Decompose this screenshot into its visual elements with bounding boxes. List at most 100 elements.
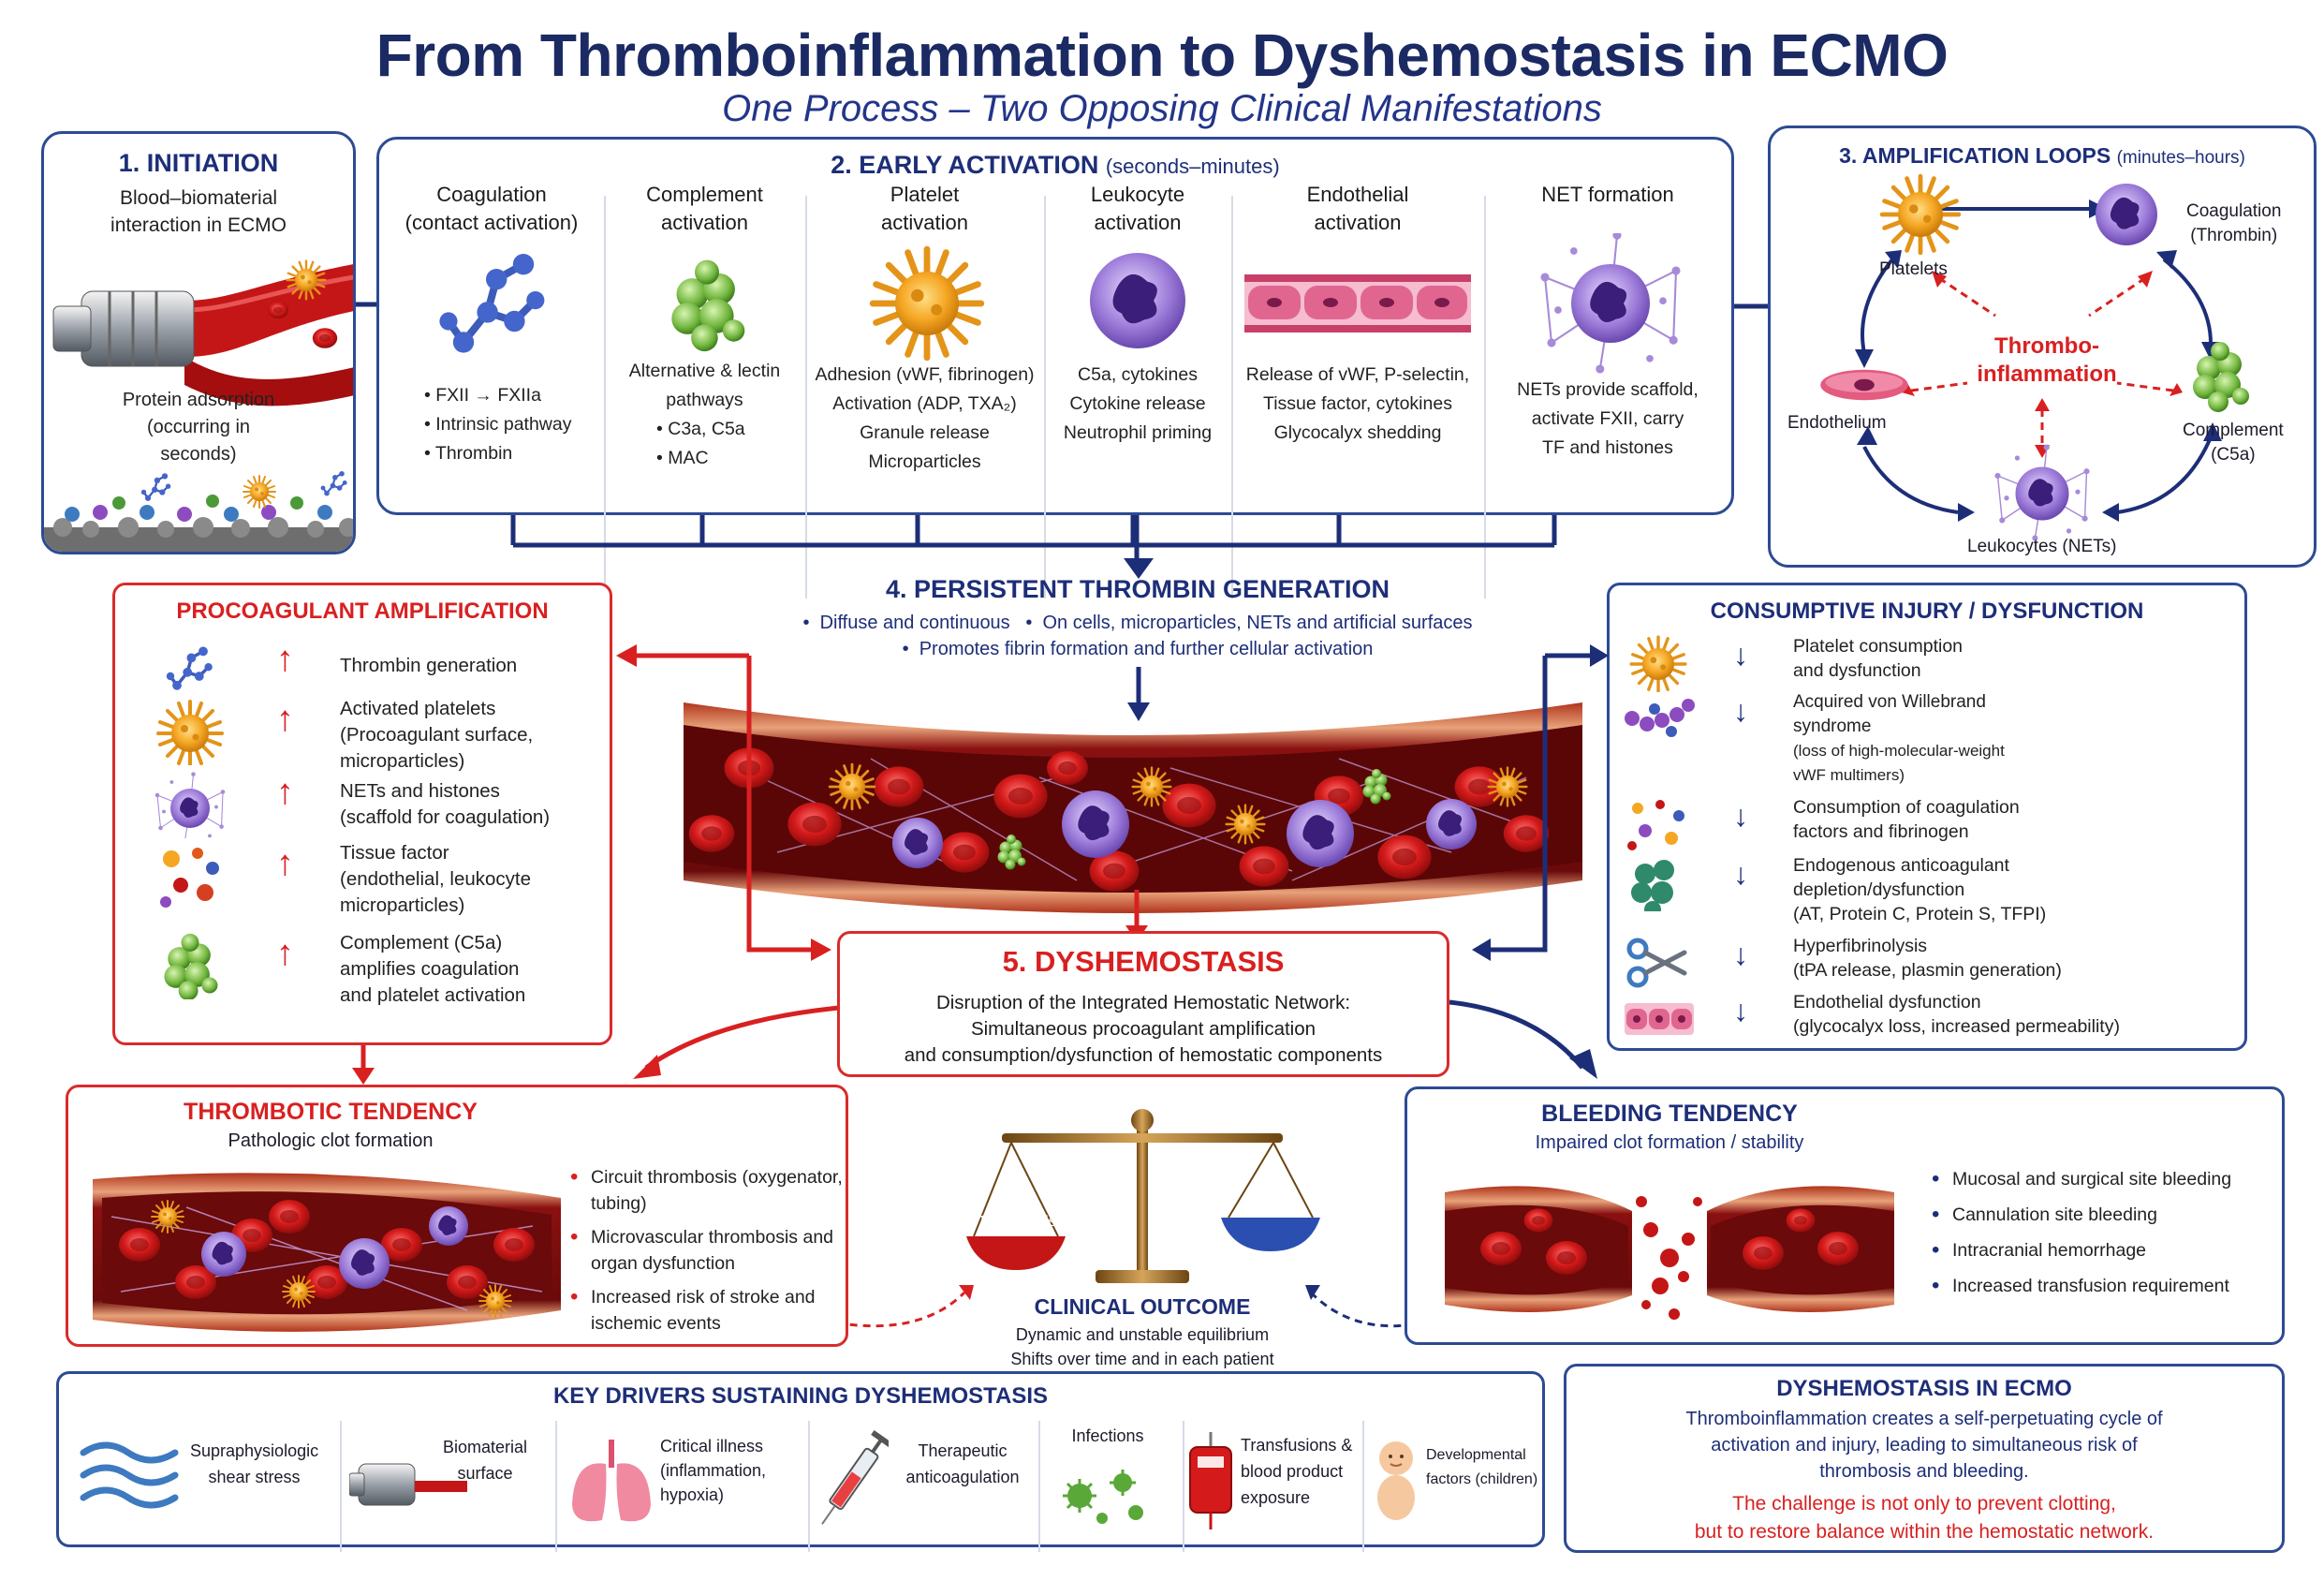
early-activation-panel: 2. EARLY ACTIVATION (seconds–minutes) Co…: [376, 137, 1734, 598]
complement-icon: [164, 933, 218, 999]
down-arrow-icon: ↓: [1733, 857, 1748, 891]
col-coagulation-body: FXII → FXIIaIntrinsic pathwayThrombin: [424, 381, 602, 468]
balance-label-bleeding: Bleeding: [1241, 1195, 1304, 1213]
list-item: Microvascular thrombosis and organ dysfu…: [566, 1224, 847, 1277]
list-item: Cannulation site bleeding: [1928, 1202, 2274, 1228]
protein-adsorption-icon: [44, 471, 353, 552]
column-divider: [604, 196, 606, 598]
driver-divider: [555, 1421, 557, 1552]
procoagulant-panel: PROCOAGULANT AMPLIFICATION ↑ Thrombin ge…: [112, 583, 612, 1045]
bleeding-list: Mucosal and surgical site bleeding Cannu…: [1928, 1166, 2274, 1308]
column-divider: [805, 196, 807, 598]
endothelium-icon: [1625, 1003, 1694, 1035]
down-arrow-icon: ↓: [1733, 638, 1748, 672]
complement-icon: [671, 259, 745, 352]
convergence-bracket: [510, 515, 1557, 568]
amplification-title: 3. AMPLIFICATION LOOPS (minutes–hours): [1839, 143, 2245, 168]
net-icon: [153, 769, 231, 838]
col-endothelial-body: Release of vWF, P-selectin,Tissue factor…: [1245, 364, 1470, 443]
procoagulant-item: ↑ Thrombin generation: [153, 636, 591, 717]
amplification-panel: 3. AMPLIFICATION LOOPS (minutes–hours): [1768, 126, 2317, 568]
procoagulant-item: ↑ Activated platelets(Procoagulant surfa…: [153, 696, 591, 776]
blood-bag-icon: [1189, 1432, 1232, 1529]
up-arrow-icon: ↑: [276, 700, 294, 739]
list-item: Mucosal and surgical site bleeding: [1928, 1166, 2274, 1192]
dyshemostasis-panel: 5. DYSHEMOSTASIS Disruption of the Integ…: [837, 931, 1449, 1077]
bleeding-vessel-illustration: [1445, 1186, 1894, 1320]
page-subtitle: One Process – Two Opposing Clinical Mani…: [722, 88, 1602, 129]
platelet-icon: [1629, 635, 1687, 692]
thromboinflammation-label: Thrombo-inflammation: [1977, 333, 2117, 387]
thrombotic-panel: THROMBOTIC TENDENCY Pathologic clot form…: [66, 1085, 848, 1347]
dyshemostasis-text: Disruption of the Integrated Hemostatic …: [904, 992, 1383, 1066]
persistent-title: 4. PERSISTENT THROMBIN GENERATION: [885, 575, 1390, 603]
page-title: From Thromboinflammation to Dyshemostasi…: [375, 22, 1949, 89]
label-coagulation: Coagulation(Thrombin): [2186, 201, 2282, 245]
driver-label: Infections: [1071, 1426, 1144, 1445]
initiation-title: 1. INITIATION: [118, 149, 279, 177]
up-arrow-icon: ↑: [276, 640, 294, 679]
endothelium-icon: [1244, 274, 1471, 332]
summary-text: Thromboinflammation creates a self-perpe…: [1685, 1409, 2163, 1482]
column-divider: [1484, 196, 1486, 598]
molecule-icon: [165, 644, 214, 692]
platelet-icon: [156, 700, 224, 765]
virus-icon: [1063, 1470, 1143, 1524]
bleeding-panel: BLEEDING TENDENCY Impaired clot formatio…: [1405, 1086, 2285, 1345]
label-leukocytes: Leukocytes (NETs): [1967, 537, 2117, 556]
platelet-icon: [866, 243, 988, 364]
syringe-icon: [821, 1429, 889, 1525]
column-divider: [1231, 196, 1233, 598]
early-activation-title: 2. EARLY ACTIVATION (seconds–minutes): [831, 151, 1280, 179]
summary-title: DYSHEMOSTASIS IN ECMO: [1776, 1376, 2072, 1401]
driver-divider: [1038, 1421, 1040, 1552]
up-arrow-icon: ↑: [276, 934, 294, 973]
thrombotic-list: Circuit thrombosis (oxygenator, tubing) …: [566, 1164, 847, 1344]
driver-divider: [808, 1421, 810, 1552]
down-arrow-icon: ↓: [1733, 994, 1748, 1027]
label-complement: Complement(C5a): [2183, 421, 2284, 465]
dyshemostasis-title: 5. DYSHEMOSTASIS: [1002, 945, 1285, 978]
biomaterial-icon: [349, 1463, 467, 1506]
list-item: Intracranial hemorrhage: [1928, 1237, 2274, 1263]
consumptive-panel: CONSUMPTIVE INJURY / DYSFUNCTION ↓ Plate…: [1607, 583, 2247, 1051]
label-endothelium: Endothelium: [1787, 413, 1887, 433]
arrow-to-vessel: [1127, 667, 1150, 721]
coagulation-factors-icon: [1627, 800, 1684, 850]
thrombotic-subtitle: Pathologic clot formation: [228, 1130, 434, 1151]
col-net-head: NET formation: [1541, 183, 1674, 206]
persistent-bullets-row2: • Promotes fibrin formation and further …: [902, 639, 1374, 659]
persistent-bullets-row1: • Diffuse and continuous • On cells, mic…: [802, 613, 1473, 633]
col-platelet-body: Adhesion (vWF, fibrinogen)Activation (AD…: [815, 364, 1035, 472]
balance-scale-icon: [966, 1109, 1320, 1283]
leukocyte-icon: [1090, 253, 1185, 348]
clot-illustration: [93, 1173, 561, 1332]
col-net-body: NETs provide scaffold,activate FXII, car…: [1517, 379, 1699, 458]
blood-vessel-illustration: [684, 702, 1582, 913]
label-platelets: Platelets: [1879, 259, 1948, 279]
lungs-icon: [572, 1440, 651, 1522]
net-icon: [1540, 233, 1681, 374]
shear-waves-icon: [80, 1441, 179, 1509]
key-drivers-title: KEY DRIVERS SUSTAINING DYSHEMOSTASIS: [552, 1383, 1049, 1409]
thrombotic-title: THROMBOTIC TENDENCY: [184, 1099, 478, 1125]
down-arrow-icon: ↓: [1733, 799, 1748, 833]
up-arrow-icon: ↑: [276, 844, 294, 883]
bleeding-subtitle: Impaired clot formation / stability: [1535, 1132, 1804, 1153]
consumptive-title: CONSUMPTIVE INJURY / DYSFUNCTION: [1710, 598, 2144, 624]
down-arrow-icon: ↓: [1733, 938, 1748, 971]
col-coagulation-head: Coagulation(contact activation): [404, 183, 579, 234]
driver-divider: [1362, 1421, 1364, 1552]
